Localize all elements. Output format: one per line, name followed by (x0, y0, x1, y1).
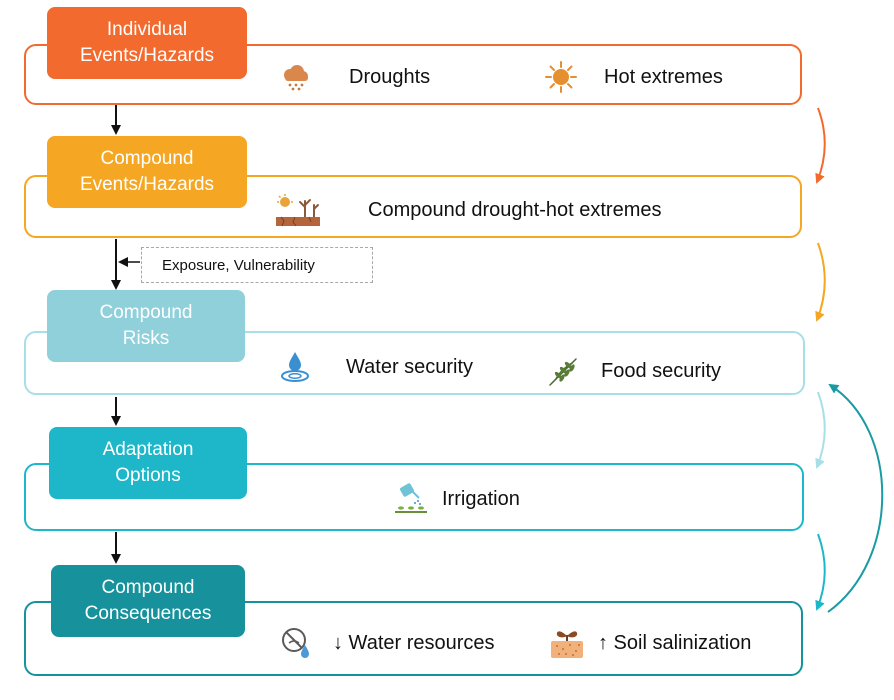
compound-risks-title: Compound Risks (47, 290, 245, 362)
food-security-item: Food security (546, 355, 721, 387)
curve-arrow-yellow (815, 242, 826, 322)
water-drop-icon (281, 352, 309, 382)
compound-consequences-title: Compound Consequences (51, 565, 245, 637)
wheat-icon (549, 358, 577, 386)
water-security-label: Water security (346, 355, 474, 378)
compound-drought-hot-label: Compound drought-hot extremes (368, 198, 662, 221)
rain-cloud-icon (284, 65, 308, 91)
irrigation-label: Irrigation (442, 487, 520, 510)
dry-water-icon (282, 628, 309, 658)
water-resources-label: ↓ Water resources (333, 631, 495, 654)
drought-heat-icon (276, 194, 320, 227)
compound-events-title: Compound Events/Hazards (47, 136, 247, 208)
adaptation-options-title: Adaptation Options (49, 427, 247, 499)
curve-arrow-light (815, 391, 826, 469)
droughts-item: Droughts (278, 60, 430, 94)
food-security-label: Food security (601, 359, 722, 382)
feedback-arrow (827, 383, 884, 613)
water-security-item: Water security (278, 349, 473, 385)
individual-events-title: Individual Events/Hazards (47, 7, 247, 79)
compound-drought-hot-item: Compound drought-hot extremes (275, 193, 662, 227)
soil-salinization-label: ↑ Soil salinization (598, 631, 752, 654)
irrigation-item: Irrigation (393, 482, 520, 516)
hot-extremes-label: Hot extremes (604, 65, 723, 88)
exposure-vulnerability-label: Exposure, Vulnerability (162, 256, 315, 274)
curve-arrow-orange (815, 107, 826, 184)
soil-salinization-icon (551, 631, 583, 658)
exposure-vulnerability-box: Exposure, Vulnerability (141, 247, 373, 283)
water-resources-item: ↓ Water resources (280, 625, 495, 661)
sun-icon (545, 61, 577, 93)
hot-extremes-item: Hot extremes (543, 60, 723, 94)
watering-can-icon (395, 483, 427, 513)
curve-arrow-teal (815, 533, 826, 611)
droughts-label: Droughts (349, 65, 431, 88)
soil-salinization-item: ↑ Soil salinization (548, 625, 751, 661)
